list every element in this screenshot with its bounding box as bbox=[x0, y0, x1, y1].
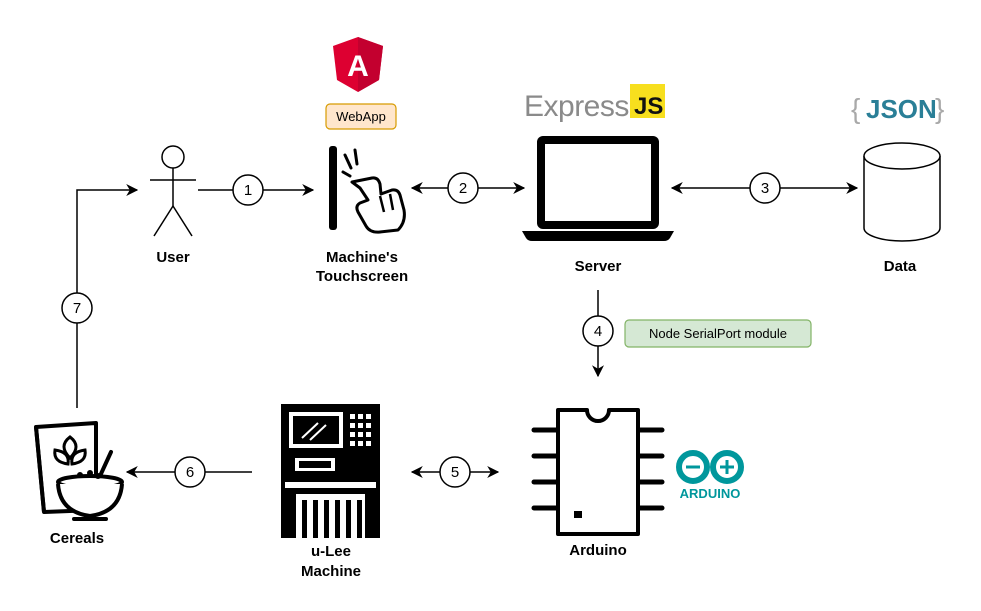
json-brace-close: } bbox=[935, 93, 944, 124]
step-circle-3: 3 bbox=[749, 172, 781, 204]
serialport-tag: Node SerialPort module bbox=[624, 319, 812, 348]
step-circle-4: 4 bbox=[582, 315, 614, 347]
step-number: 5 bbox=[451, 464, 459, 481]
server-label: Server bbox=[575, 258, 622, 275]
json-wordmark: JSON bbox=[866, 94, 937, 124]
angular-logo: A bbox=[333, 37, 383, 92]
step-number: 4 bbox=[594, 323, 602, 340]
step-number: 6 bbox=[186, 464, 194, 481]
arduino-logo: ARDUINO bbox=[676, 450, 744, 501]
arduino-wordmark: ARDUINO bbox=[680, 486, 741, 501]
touchscreen-label-line1: Machine's bbox=[326, 249, 398, 266]
cereal-box-icon bbox=[34, 421, 124, 521]
step-number: 3 bbox=[761, 180, 769, 197]
webapp-tag: WebApp bbox=[325, 103, 397, 130]
step-circle-2: 2 bbox=[447, 172, 479, 204]
js-wordmark: JS bbox=[634, 93, 663, 120]
json-logo: { JSON } bbox=[851, 93, 944, 124]
laptop-icon bbox=[522, 136, 674, 241]
vending-machine-icon bbox=[281, 404, 380, 538]
express-wordmark: Express bbox=[524, 90, 629, 123]
step-circle-6: 6 bbox=[174, 456, 206, 488]
step-circle-5: 5 bbox=[439, 456, 471, 488]
chip-icon bbox=[531, 408, 665, 536]
person-icon bbox=[150, 145, 196, 237]
express-js-logo: Express JS bbox=[524, 84, 665, 123]
data-label: Data bbox=[884, 258, 917, 275]
webapp-tag-label: WebApp bbox=[336, 109, 386, 124]
user-label: User bbox=[156, 249, 190, 266]
step-circle-1: 1 bbox=[232, 174, 264, 206]
machine-label-line1: u-Lee bbox=[311, 543, 351, 560]
json-brace-open: { bbox=[851, 93, 860, 124]
arduino-label: Arduino bbox=[569, 542, 627, 559]
angular-letter: A bbox=[347, 50, 369, 83]
step-number: 2 bbox=[459, 180, 467, 197]
machine-label-line2: Machine bbox=[301, 563, 361, 580]
serialport-tag-label: Node SerialPort module bbox=[649, 326, 787, 341]
step-number: 7 bbox=[73, 300, 81, 317]
connection-7 bbox=[76, 184, 139, 408]
step-number: 1 bbox=[244, 182, 252, 199]
step-circle-7: 7 bbox=[61, 292, 93, 324]
database-icon bbox=[863, 142, 941, 242]
touchscreen-label-line2: Touchscreen bbox=[316, 268, 408, 285]
touchscreen-icon bbox=[329, 146, 406, 234]
cereals-label: Cereals bbox=[50, 530, 104, 547]
